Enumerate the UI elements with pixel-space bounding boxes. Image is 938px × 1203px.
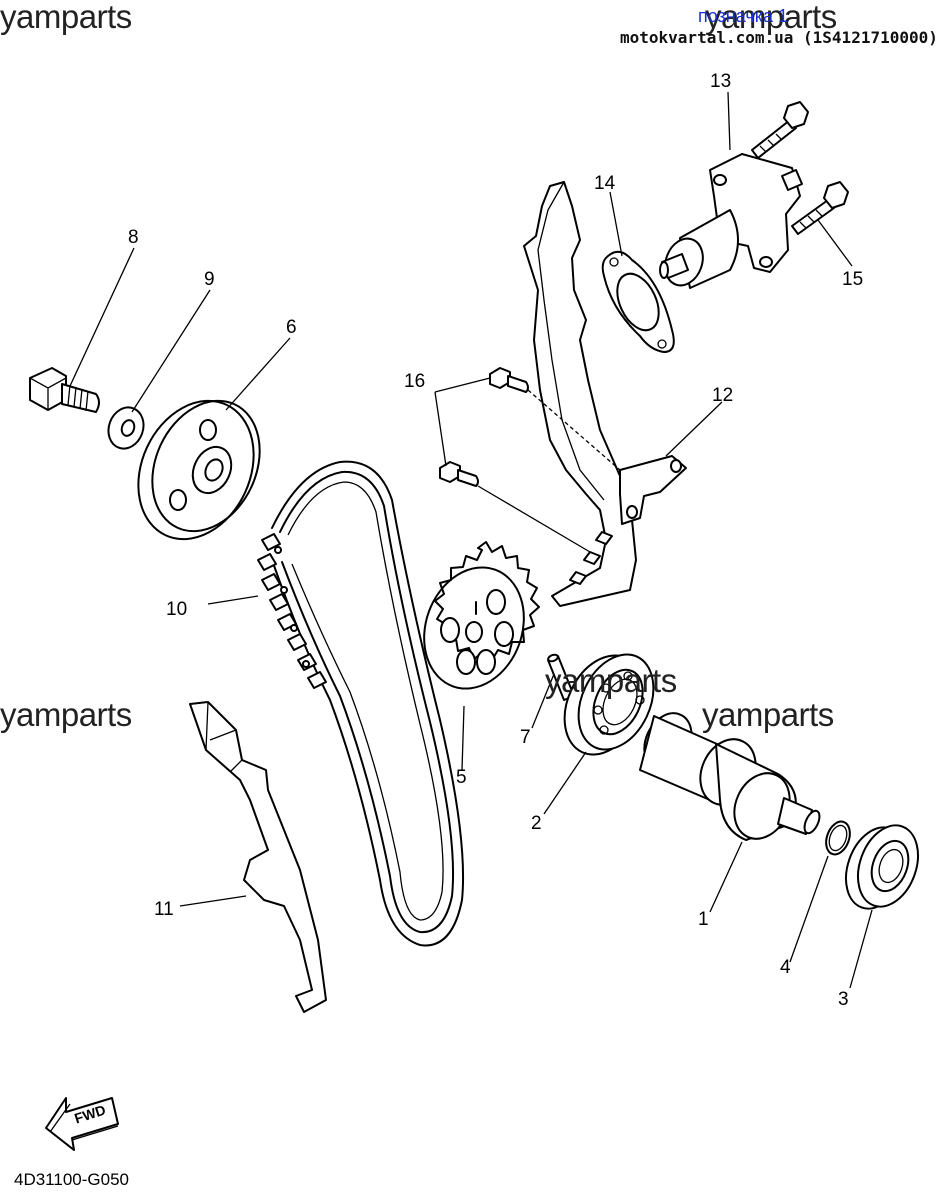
- part-13-tensioner: [659, 153, 803, 289]
- callout-13: 13: [710, 71, 732, 92]
- callout-16: 16: [404, 371, 426, 392]
- part-12-chain-guide: [523, 181, 687, 607]
- callout-6: 6: [286, 317, 297, 338]
- callout-4: 4: [780, 957, 791, 978]
- fwd-arrow-icon: [45, 1097, 119, 1151]
- callout-5: 5: [456, 767, 467, 788]
- part-16-bolts: [439, 367, 529, 487]
- part-1-camshaft: [639, 712, 821, 841]
- part-5-sprocket: [423, 541, 540, 690]
- marker-label: позначка 1: [698, 6, 789, 26]
- part-6-plate: [137, 399, 261, 541]
- callout-7: 7: [520, 727, 531, 748]
- part-13-bolt: [751, 101, 809, 159]
- leader-lines: [69, 91, 873, 989]
- watermark: yamparts: [705, 0, 837, 35]
- part-3-bearing: [845, 824, 919, 910]
- site-reference: motokvartal.com.ua (1S4121710000): [620, 28, 938, 47]
- part-10-chain: [257, 460, 465, 947]
- callout-14: 14: [594, 173, 616, 194]
- part-9-washer: [107, 406, 145, 450]
- watermark: yamparts: [0, 696, 132, 733]
- callout-10: 10: [166, 599, 188, 620]
- part-2-bearing: [563, 653, 655, 756]
- part-4-o-ring: [825, 820, 851, 856]
- diagram-code: 4D31100-G050: [14, 1170, 129, 1189]
- part-8-bolt: [29, 367, 100, 413]
- part-15-bolt: [791, 181, 849, 235]
- callout-9: 9: [204, 269, 215, 290]
- part-14-gasket: [601, 250, 675, 353]
- watermark: yamparts: [702, 696, 834, 733]
- callout-15: 15: [842, 269, 864, 290]
- callout-8: 8: [128, 227, 139, 248]
- part-11-chain-guide: [189, 701, 327, 1013]
- callout-1: 1: [698, 909, 709, 930]
- callout-12: 12: [712, 385, 734, 406]
- watermark: yamparts: [545, 662, 677, 699]
- callout-2: 2: [531, 813, 542, 834]
- watermark: yamparts: [0, 0, 132, 35]
- callout-3: 3: [838, 989, 849, 1010]
- callout-11: 11: [154, 899, 174, 920]
